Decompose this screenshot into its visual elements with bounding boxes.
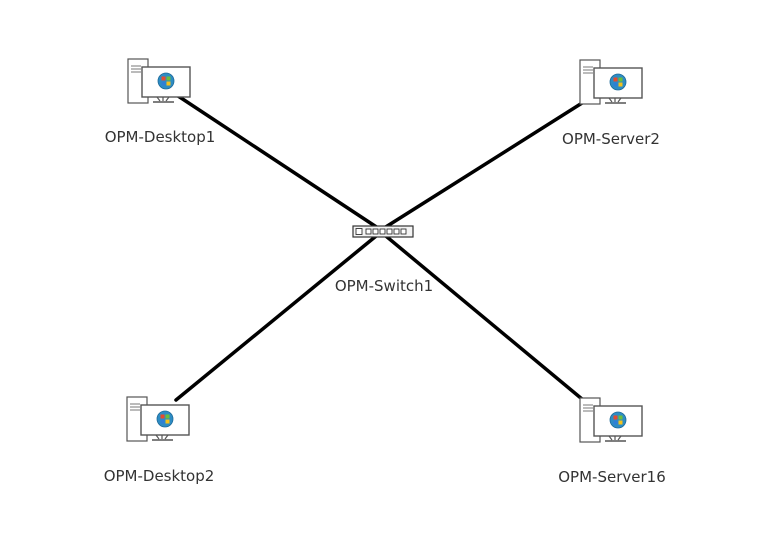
- switch-label: OPM-Switch1: [335, 277, 433, 295]
- node-server2[interactable]: OPM-Server2: [562, 59, 660, 148]
- link-server16-switch[interactable]: [379, 230, 590, 406]
- node-desktop2[interactable]: OPM-Desktop2: [104, 396, 215, 485]
- node-server2-label: OPM-Server2: [562, 130, 660, 148]
- node-desktop1-label: OPM-Desktop1: [105, 128, 216, 146]
- desktop-computer-icon: [126, 396, 190, 442]
- links-layer: [170, 90, 592, 406]
- server-computer-icon: [579, 397, 643, 443]
- node-desktop1[interactable]: OPM-Desktop1: [105, 58, 216, 146]
- node-server16-label: OPM-Server16: [558, 468, 665, 486]
- desktop-computer-icon: [127, 58, 191, 104]
- switch-node[interactable]: OPM-Switch1: [335, 225, 433, 295]
- link-desktop1-switch[interactable]: [170, 90, 383, 232]
- link-desktop2-switch[interactable]: [174, 230, 383, 402]
- node-server16[interactable]: OPM-Server16: [558, 397, 666, 486]
- network-switch-icon: [352, 225, 414, 238]
- server-computer-icon: [579, 59, 643, 105]
- link-server2-switch[interactable]: [379, 96, 592, 232]
- node-desktop2-label: OPM-Desktop2: [104, 467, 215, 485]
